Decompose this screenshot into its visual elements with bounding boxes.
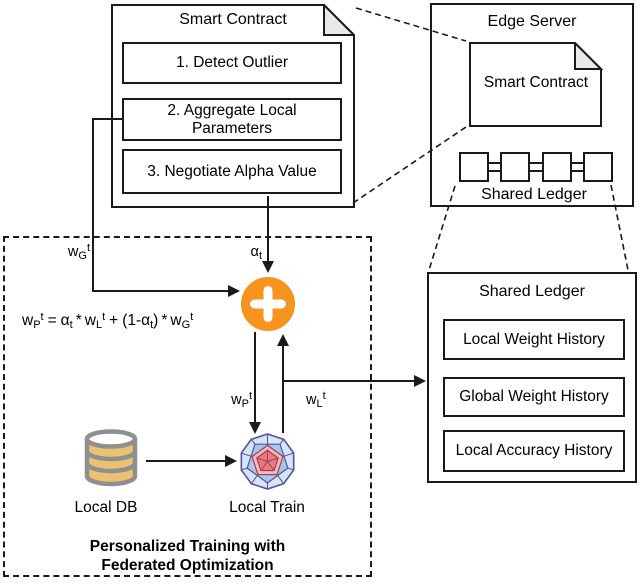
- wl-ledger-arrowhead-icon: [414, 375, 426, 387]
- wl-sub: L: [316, 398, 323, 410]
- smart-contract-document: Smart Contract 1. Detect Outlier 2. Aggr…: [111, 2, 357, 208]
- wg-base: w: [67, 244, 79, 260]
- formula-one-minus-alpha: (1-αt): [122, 312, 159, 331]
- formula-wg: wGt: [170, 311, 194, 331]
- wp-base: w: [231, 392, 242, 408]
- formula-lhs: wPt: [22, 311, 44, 331]
- edge-contract-document-icon: [469, 42, 603, 127]
- local-db-icon: [84, 429, 138, 487]
- formula-plus: +: [109, 312, 119, 329]
- wl-sup: t: [322, 390, 326, 402]
- training-caption: Personalized Training with Federated Opt…: [30, 537, 345, 575]
- wl-label: wLt: [306, 390, 366, 410]
- folded-corner-icon: [574, 42, 603, 70]
- wp-sub: P: [241, 398, 249, 410]
- local-train-label: Local Train: [229, 499, 305, 516]
- wl-base: w: [306, 392, 317, 408]
- local-db-label: Local DB: [74, 499, 138, 516]
- wg-sup: t: [86, 242, 90, 254]
- wg-sub: G: [78, 250, 87, 262]
- local-train-icon: [240, 433, 295, 490]
- edge-server-title: Edge Server: [487, 13, 577, 30]
- alpha-label: αt: [222, 244, 262, 262]
- formula-equals: =: [47, 312, 57, 329]
- training-caption-line1: Personalized Training with: [89, 538, 286, 555]
- personalization-formula: wPt=αt*wLt+(1-αt)*wGt: [22, 311, 194, 331]
- wp-sup: t: [248, 390, 252, 402]
- smart-contract-title: Smart Contract: [179, 11, 287, 28]
- shared-ledger-title: Shared Ledger: [479, 283, 585, 300]
- edge-contract-label: Smart Contract: [483, 74, 589, 91]
- alpha-sub: t: [258, 250, 262, 262]
- ledger-item-global-weight: Global Weight History: [443, 377, 625, 417]
- step-detect-outlier: 1. Detect Outlier: [122, 42, 342, 84]
- edge-server-panel: Edge Server Smart Contract Shared Ledger: [430, 3, 634, 207]
- formula-times-2: *: [161, 312, 168, 329]
- wp-label: wPt: [202, 390, 252, 410]
- formula-times-1: *: [75, 312, 82, 329]
- edge-ledger-label: Shared Ledger: [481, 186, 587, 203]
- ledger-item-local-accuracy: Local Accuracy History: [443, 430, 625, 472]
- training-caption-line2: Federated Optimization: [101, 557, 274, 574]
- formula-wl: wLt: [84, 311, 106, 331]
- step-aggregate-parameters: 2. Aggregate Local Parameters: [122, 98, 342, 141]
- blockchain-icon: [459, 152, 613, 182]
- wg-label: wGt: [40, 242, 90, 262]
- folded-corner-icon: [323, 2, 357, 36]
- ledger-item-local-weight: Local Weight History: [443, 319, 625, 360]
- shared-ledger-panel: Shared Ledger Local Weight History Globa…: [427, 272, 637, 483]
- step-negotiate-alpha: 3. Negotiate Alpha Value: [122, 149, 342, 194]
- aggregator-plus-icon: [241, 277, 295, 331]
- formula-alpha: αt: [60, 312, 73, 331]
- alpha-base: α: [250, 244, 259, 260]
